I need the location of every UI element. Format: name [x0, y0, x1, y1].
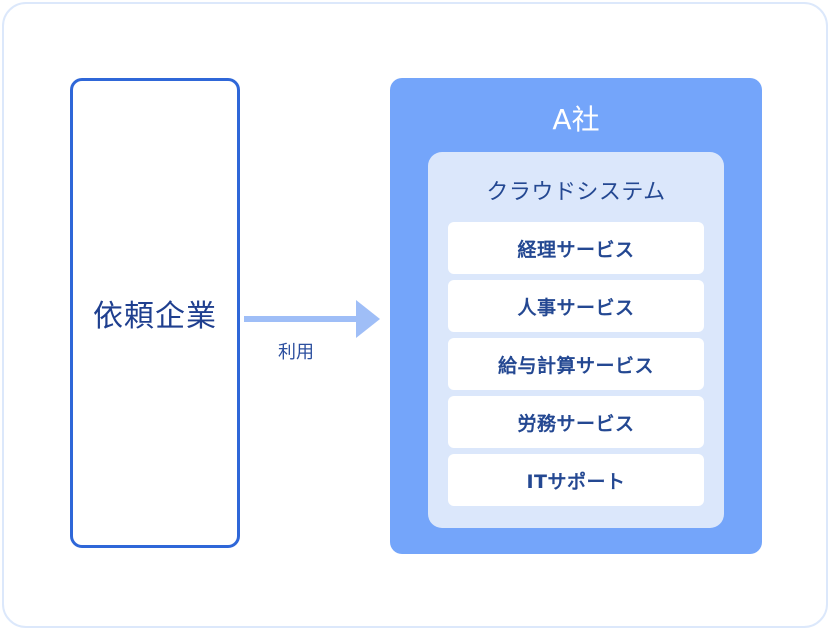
company-a-box: A社 クラウドシステム 経理サービス 人事サービス 給与計算サービス 労務サービ…: [390, 78, 762, 554]
usage-arrow-head: [356, 300, 380, 338]
service-list: 経理サービス 人事サービス 給与計算サービス 労務サービス ITサポート: [448, 222, 704, 512]
service-accounting: 経理サービス: [448, 222, 704, 274]
usage-arrow-shaft: [244, 316, 356, 322]
client-company-label: 依頼企業: [93, 299, 217, 334]
service-payroll: 給与計算サービス: [448, 338, 704, 390]
client-company-box: 依頼企業: [70, 78, 240, 548]
usage-label: 利用: [278, 342, 314, 363]
usage-arrow: [244, 300, 380, 338]
service-hr: 人事サービス: [448, 280, 704, 332]
cloud-system-title: クラウドシステム: [486, 180, 666, 205]
service-labor: 労務サービス: [448, 396, 704, 448]
cloud-system-box: クラウドシステム 経理サービス 人事サービス 給与計算サービス 労務サービス I…: [428, 152, 724, 528]
service-it-support: ITサポート: [448, 454, 704, 506]
company-a-title: A社: [552, 103, 600, 136]
